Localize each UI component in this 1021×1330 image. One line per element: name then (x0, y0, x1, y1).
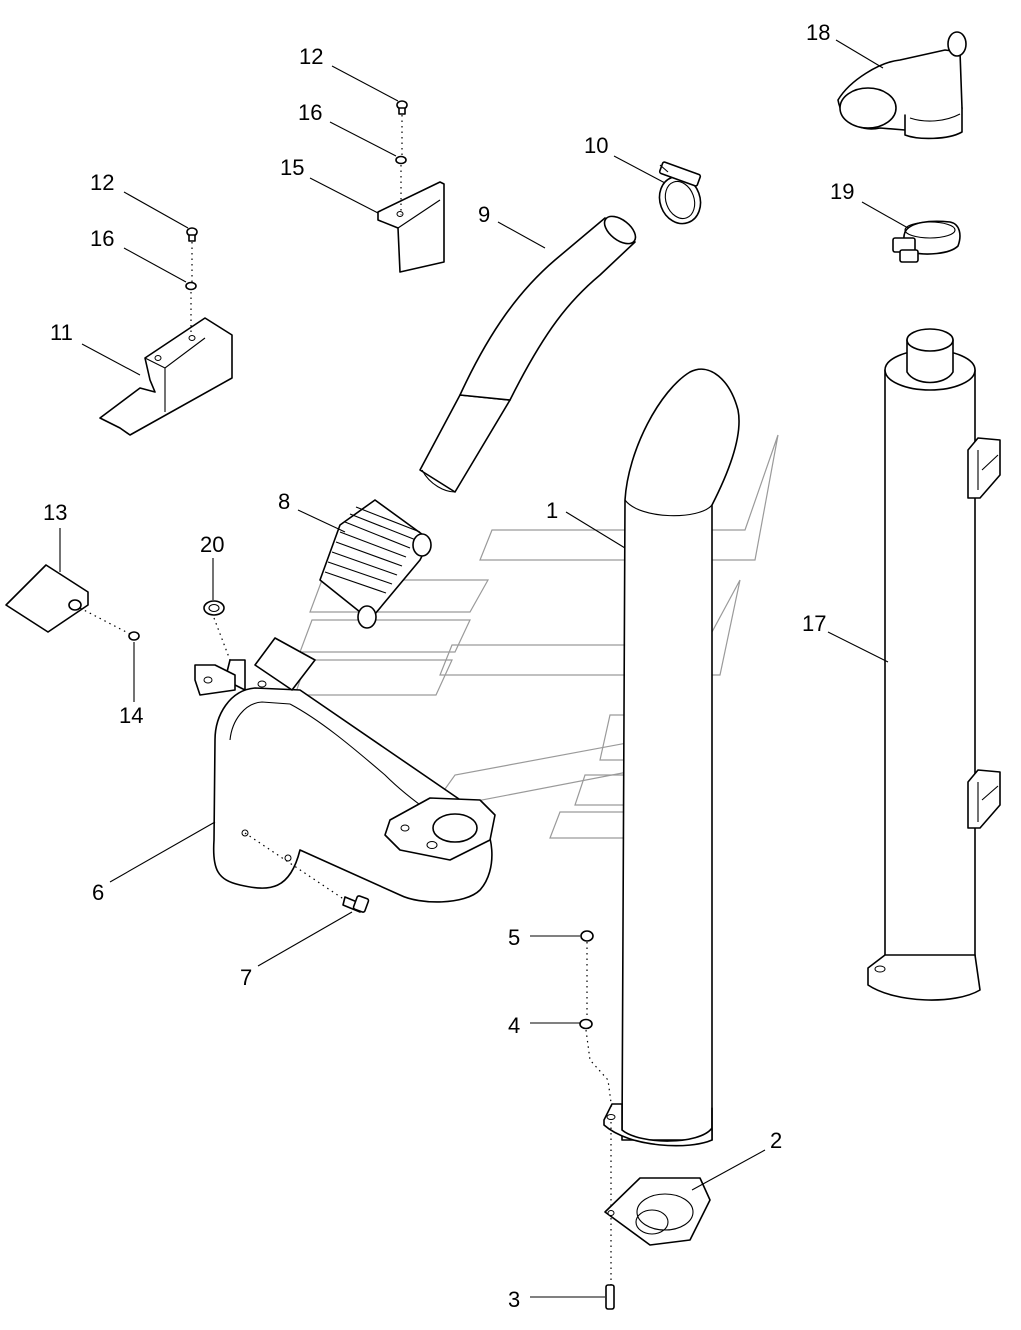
callout-7: 7 (240, 965, 252, 990)
part-17-muffler (867, 328, 1001, 1001)
callout-18: 18 (806, 20, 830, 45)
callout-5: 5 (508, 925, 520, 950)
part-8-flex-bellows (319, 499, 432, 629)
callout-10: 10 (584, 133, 608, 158)
callout-9: 9 (478, 202, 490, 227)
callout-2: 2 (770, 1128, 782, 1153)
callout-20: 20 (200, 532, 224, 557)
callout-1: 1 (546, 498, 558, 523)
part-19-band-clamp (892, 220, 961, 263)
part-16a-washer (395, 155, 407, 165)
callout-16a: 16 (298, 100, 322, 125)
part-10-t-bolt-clamp (658, 161, 702, 225)
part-4-washer (579, 1018, 593, 1030)
callout-16b: 16 (90, 226, 114, 251)
callout-14: 14 (119, 703, 143, 728)
part-20-grommet (203, 600, 225, 616)
callout-12b: 12 (90, 170, 114, 195)
part-1-exhaust-stack (603, 368, 740, 1147)
part-11-bracket (99, 317, 233, 436)
callout-13: 13 (43, 500, 67, 525)
hardware-small-parts (128, 100, 615, 1310)
callout-3: 3 (508, 1287, 520, 1312)
callout-17: 17 (802, 611, 826, 636)
leader-lines (59, 39, 909, 1298)
assembly-lines (79, 115, 613, 1285)
part-9-upper-pipe (419, 215, 637, 493)
part-2-gasket (604, 1177, 711, 1246)
part-18-exhaust-elbow (837, 31, 967, 140)
callout-15: 15 (280, 155, 304, 180)
callout-4: 4 (508, 1013, 520, 1038)
callout-11: 11 (50, 320, 73, 345)
part-15-bracket (377, 181, 445, 273)
callout-8: 8 (278, 489, 290, 514)
part-16b-washer (185, 281, 197, 291)
part-14-screw (128, 631, 140, 641)
callout-19: 19 (830, 179, 854, 204)
callout-6: 6 (92, 880, 104, 905)
part-7-bolt (342, 895, 370, 913)
callout-labels: 1 2 3 4 5 6 7 8 9 10 11 12 12 13 14 15 1… (43, 20, 854, 1312)
part-6-manifold-assembly (194, 637, 496, 903)
part-13-plate (5, 564, 89, 633)
callout-12a: 12 (299, 44, 323, 69)
part-5-nut (580, 930, 594, 942)
part-3-stud (605, 1284, 615, 1310)
